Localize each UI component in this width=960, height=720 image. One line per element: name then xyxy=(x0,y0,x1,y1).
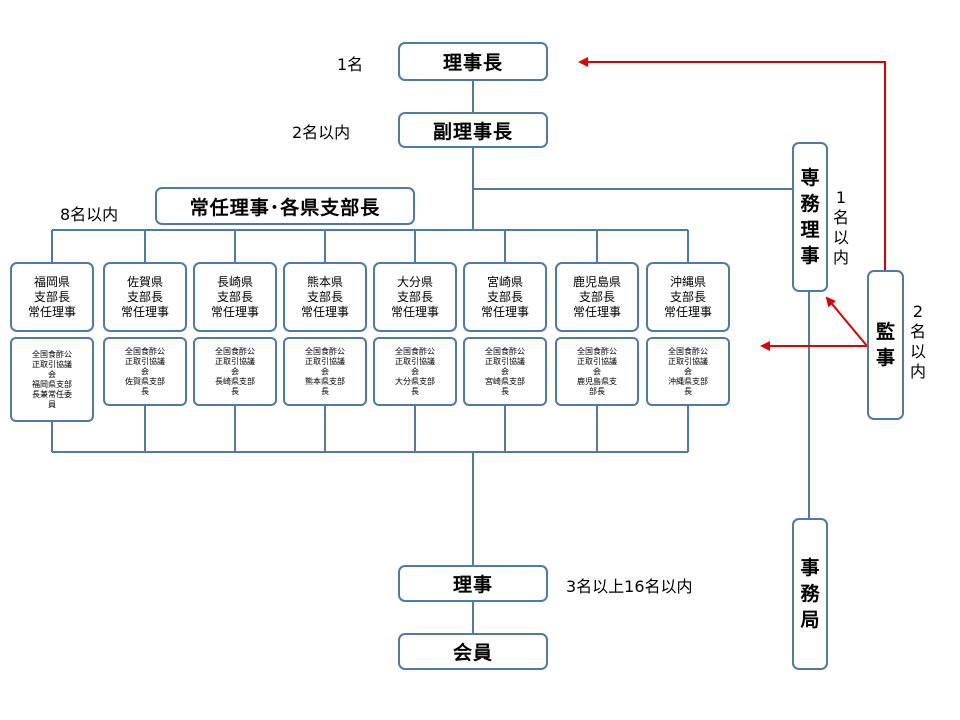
executive-director-box: 専 務 理 事 xyxy=(792,142,828,292)
assoc-box-fukuoka: 全国食酢公 正取引協議 会 福岡県支部 長兼常任委 員 xyxy=(10,337,94,422)
assoc-box-saga: 全国食酢公 正取引協議 会 佐賀県支部 長 xyxy=(103,337,187,406)
vice-chairman-box: 副理事長 xyxy=(398,112,548,148)
assoc-box-miyazaki: 全国食酢公 正取引協議 会 宮崎県支部 長 xyxy=(463,337,547,406)
standing-directors-count: 8名以内 xyxy=(60,205,119,224)
branch-box-fukuoka: 福岡県 支部長 常任理事 xyxy=(10,262,94,332)
vice-chairman-count: 2名以内 xyxy=(292,123,351,142)
branch-box-okinawa: 沖縄県 支部長 常任理事 xyxy=(646,262,730,332)
director-box: 理事 xyxy=(398,565,548,602)
assoc-box-kumamoto: 全国食酢公 正取引協議 会 熊本県支部 長 xyxy=(283,337,367,406)
branch-box-nagasaki: 長崎県 支部長 常任理事 xyxy=(193,262,277,332)
member-box: 会員 xyxy=(398,633,548,670)
arrow-auditor-chairman xyxy=(578,57,886,270)
branch-box-saga: 佐賀県 支部長 常任理事 xyxy=(103,262,187,332)
chairman-count: 1名 xyxy=(337,55,364,74)
assoc-box-okinawa: 全国食酢公 正取引協議 会 沖縄県支部 長 xyxy=(646,337,730,406)
auditor-box: 監 事 xyxy=(867,270,904,420)
assoc-box-kagoshima: 全国食酢公 正取引協議 会 鹿児島県支 部長 xyxy=(555,337,639,406)
branch-box-oita: 大分県 支部長 常任理事 xyxy=(373,262,457,332)
branch-box-kagoshima: 鹿児島県 支部長 常任理事 xyxy=(555,262,639,332)
branch-box-kumamoto: 熊本県 支部長 常任理事 xyxy=(283,262,367,332)
assoc-box-nagasaki: 全国食酢公 正取引協議 会 長崎県支部 長 xyxy=(193,337,277,406)
branch-box-miyazaki: 宮崎県 支部長 常任理事 xyxy=(463,262,547,332)
arrow-auditor-executive xyxy=(825,296,868,347)
assoc-box-oita: 全国食酢公 正取引協議 会 大分県支部 長 xyxy=(373,337,457,406)
secretariat-box: 事 務 局 xyxy=(792,518,828,670)
executive-director-count: 1 名 以 内 xyxy=(833,188,850,267)
standing-directors-box: 常任理事･各県支部長 xyxy=(155,187,415,225)
chairman-box: 理事長 xyxy=(398,42,548,81)
director-count: 3名以上16名以内 xyxy=(566,577,693,596)
auditor-count: 2 名 以 内 xyxy=(910,302,927,381)
